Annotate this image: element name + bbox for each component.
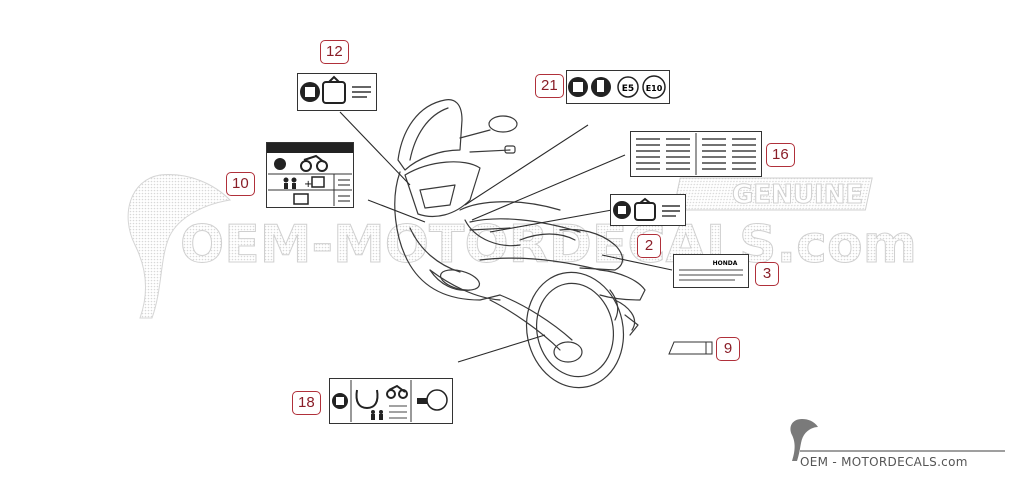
brake-icon <box>355 389 379 410</box>
manual-icon <box>274 158 286 170</box>
luggage-icon <box>634 202 656 221</box>
callout-21: 21 <box>535 74 564 98</box>
label-9-diagram <box>668 341 713 355</box>
callout-3: 3 <box>755 262 779 286</box>
watermark-badge: GENUINE <box>732 180 863 210</box>
pressure-gauge-icon <box>426 389 448 411</box>
luggage-icon <box>311 176 325 188</box>
label-16-diagram <box>630 131 762 177</box>
callout-16: 16 <box>766 143 795 167</box>
callout-12: 12 <box>320 40 349 64</box>
label-2-diagram <box>610 194 686 226</box>
label-21-diagram: E5 E10 <box>566 70 670 104</box>
motorcycle-icon <box>300 160 312 172</box>
fuel-e10-text: E10 <box>646 84 663 93</box>
luggage-icon <box>322 81 346 104</box>
footer-rule <box>800 450 1005 452</box>
callout-9: 9 <box>716 337 740 361</box>
person-icon <box>371 410 375 414</box>
svg-text:+: + <box>304 179 312 190</box>
honda-brand-text: HONDA <box>713 260 738 267</box>
label-10-diagram: + <box>266 142 354 208</box>
callout-10: 10 <box>226 172 255 196</box>
watermark-text: OEM-MOTORDECALS.com <box>180 215 917 275</box>
fuel-e5-text: E5 <box>622 84 634 94</box>
callout-2: 2 <box>637 234 661 258</box>
label-12-diagram <box>297 73 377 111</box>
label-18-diagram <box>329 378 453 424</box>
person-icon <box>283 177 289 183</box>
callout-18: 18 <box>292 391 321 415</box>
label-3-diagram: HONDA <box>673 254 749 288</box>
footer-brand-text: OEM - MOTORDECALS.com <box>800 455 968 469</box>
watermark-logo-icon <box>127 174 232 319</box>
brand-logo-icon <box>790 419 818 461</box>
